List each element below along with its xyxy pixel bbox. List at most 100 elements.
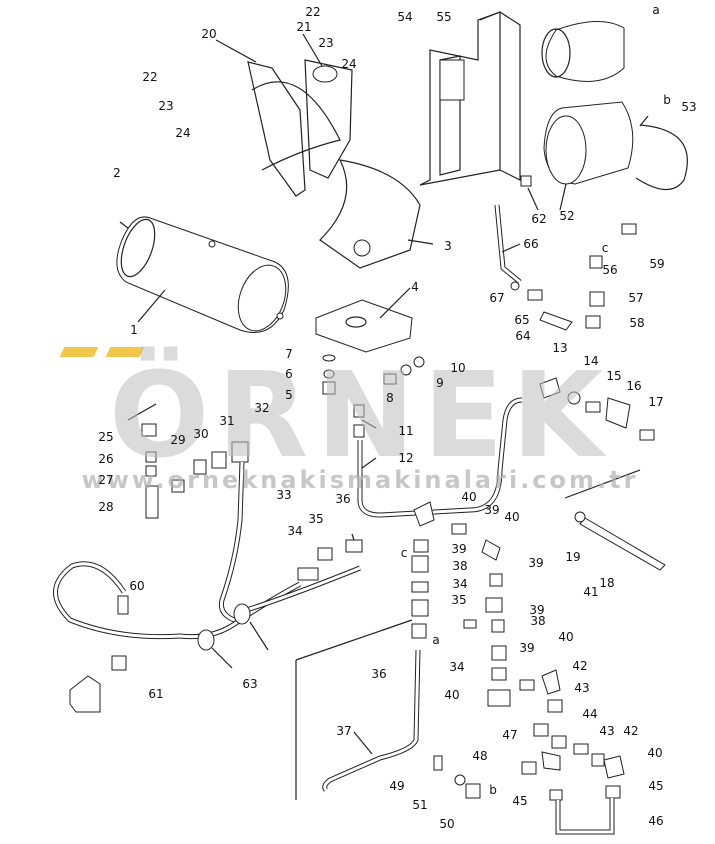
callout-label: 39	[528, 556, 544, 570]
callout-label: 44	[582, 707, 598, 721]
callout-label: c	[400, 546, 408, 560]
callout-label: 51	[412, 798, 428, 812]
callout-label: 5	[285, 388, 293, 402]
callout-label: a	[432, 633, 440, 647]
callout-label: 2	[113, 166, 121, 180]
callout-label: c	[601, 241, 609, 255]
watermark-logo: ÖRNEK	[109, 346, 611, 484]
callout-label: 34	[287, 524, 303, 538]
callout-label: 58	[629, 316, 645, 330]
fittings-right	[510, 175, 637, 331]
callout-label: b	[663, 93, 671, 107]
callout-label: 39	[484, 503, 500, 517]
callout-label: 38	[452, 559, 468, 573]
callout-label: 38	[530, 614, 546, 628]
callout-label: 40	[461, 490, 477, 504]
callout-label: 47	[502, 728, 518, 742]
callout-label: b	[489, 783, 497, 797]
air-tank-1	[116, 216, 289, 333]
watermark-url: www.orneknakismakinalari.com.tr	[81, 466, 639, 494]
callout-label: 27	[98, 473, 114, 487]
callout-label: 49	[389, 779, 405, 793]
callout-label: 42	[572, 659, 588, 673]
compressor-frame	[419, 11, 521, 186]
callout-label: 21	[296, 20, 312, 34]
callout-label: 23	[318, 36, 334, 50]
callout-label: 36	[371, 667, 387, 681]
callout-label: 19	[565, 550, 581, 564]
callout-label: 31	[219, 414, 235, 428]
callout-label: 39	[529, 603, 545, 617]
callout-label: 12	[398, 451, 414, 465]
callout-label: 29	[170, 433, 186, 447]
callout-label: 26	[98, 452, 114, 466]
callout-label: 33	[276, 488, 292, 502]
callout-label: 13	[552, 341, 568, 355]
bracket-61	[69, 595, 129, 713]
callout-label: 61	[148, 687, 164, 701]
hose-53	[635, 124, 688, 191]
fittings-center	[297, 501, 535, 707]
tank-a	[541, 20, 625, 82]
callout-label: 37	[336, 724, 352, 738]
callout-label: 6	[285, 367, 293, 381]
callout-label: 40	[558, 630, 574, 644]
callout-label: 17	[648, 395, 664, 409]
callout-label: 25	[98, 430, 114, 444]
leader-lines	[137, 33, 649, 755]
callout-label: 35	[451, 593, 467, 607]
grommets-63	[197, 603, 269, 669]
callout-label: 43	[599, 724, 615, 738]
callout-label: 34	[452, 577, 468, 591]
callout-label: 1	[130, 323, 138, 337]
mount-plate	[315, 299, 413, 353]
callout-label: 7	[285, 347, 293, 361]
fittings-lower-right	[433, 669, 625, 801]
callout-label: 54	[397, 10, 413, 24]
callout-label: 10	[450, 361, 466, 375]
callout-label: 57	[628, 291, 644, 305]
callout-label: 59	[649, 257, 665, 271]
callout-label: 39	[451, 542, 467, 556]
callout-label: 60	[129, 579, 145, 593]
callout-label: 32	[254, 401, 270, 415]
fittings-left	[127, 403, 249, 519]
callout-label: 4	[411, 280, 419, 294]
callout-label: 45	[648, 779, 664, 793]
callout-label: 41	[583, 585, 599, 599]
callout-label: 9	[436, 376, 444, 390]
callout-label: 14	[583, 354, 599, 368]
callout-label: 30	[193, 427, 209, 441]
callout-label: 40	[444, 688, 460, 702]
callout-label: 56	[602, 263, 618, 277]
callout-label: 15	[606, 369, 622, 383]
callout-label: 3	[444, 239, 452, 253]
callout-label: 36	[335, 492, 351, 506]
callout-label: 22	[142, 70, 158, 84]
callout-label: 40	[504, 510, 520, 524]
callout-label: 46	[648, 814, 664, 828]
callout-label: 50	[439, 817, 455, 831]
callout-label: 67	[489, 291, 505, 305]
callout-label: 28	[98, 500, 114, 514]
rod-18	[564, 469, 666, 571]
hose-60	[53, 561, 302, 640]
callout-label: 20	[201, 27, 217, 41]
callout-label: 66	[523, 237, 539, 251]
callout-label: 45	[512, 794, 528, 808]
callout-label: 18	[599, 576, 615, 590]
callout-label: 63	[242, 677, 258, 691]
fasteners	[322, 354, 425, 438]
callout-label: 8	[386, 391, 394, 405]
callout-label: 53	[681, 100, 697, 114]
callout-label: 52	[559, 209, 575, 223]
callout-label: 43	[574, 681, 590, 695]
callout-label: 23	[158, 99, 174, 113]
callout-label: 24	[341, 57, 357, 71]
tank-b	[543, 101, 634, 185]
callout-label: 65	[514, 313, 530, 327]
callout-label: 48	[472, 749, 488, 763]
callout-label: 34	[449, 660, 465, 674]
